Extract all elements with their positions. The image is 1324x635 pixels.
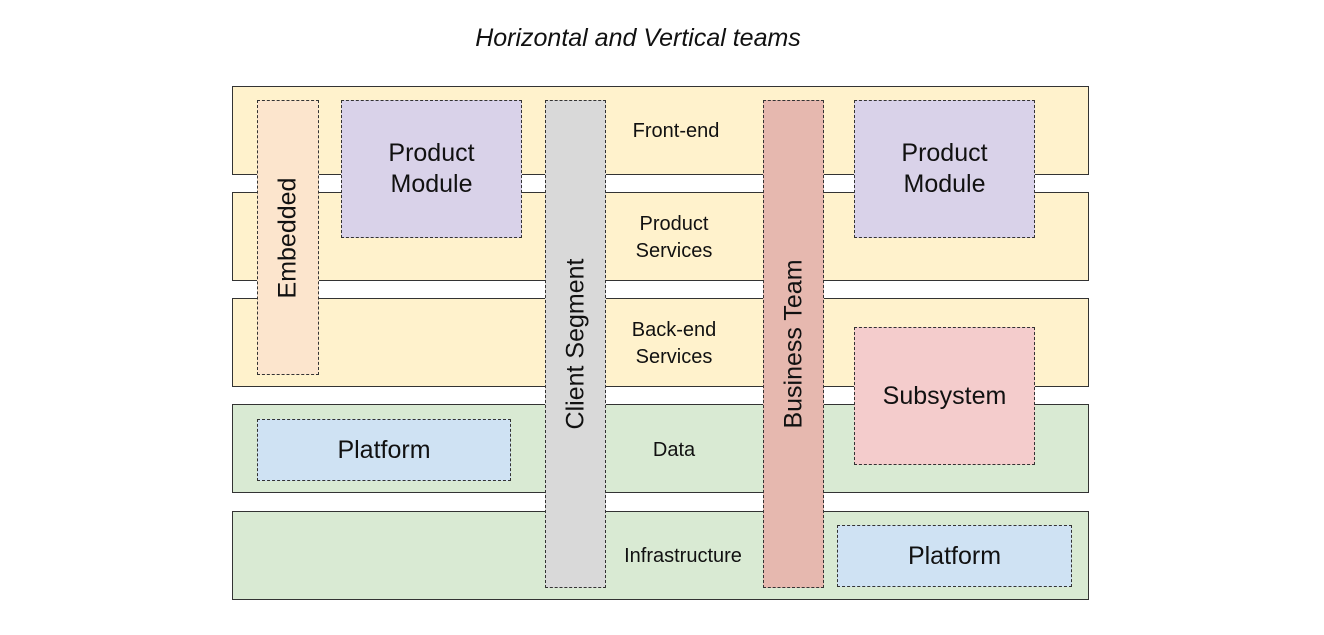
subsystem-label: Subsystem [882,381,1007,410]
diagram-title: Horizontal and Vertical teams [475,24,801,52]
subsystem: Subsystem [854,327,1035,465]
client-segment-label: Client Segment [561,258,589,430]
layer-label-product-services: Product Services [610,211,738,265]
layer-label-data: Data [652,439,696,461]
platform-left-label: Platform [337,435,431,464]
client-segment-team: Client Segment [545,100,606,588]
embedded-team: Embedded [257,100,319,375]
product-services-text: Product Services [635,213,713,262]
layer-label-infrastructure: Infrastructure [624,545,742,567]
layer-label-front-end: Front-end [632,120,720,142]
platform-left: Platform [257,419,511,481]
back-end-services-text: Back-end Services [631,319,717,368]
layer-label-back-end-services: Back-end Services [610,317,738,371]
product-module-left-label: Product Module [388,139,475,198]
product-module-right-label: Product Module [901,139,988,198]
product-module-left: Product Module [341,100,522,238]
product-module-right: Product Module [854,100,1035,238]
embedded-label: Embedded [273,177,302,298]
platform-right-label: Platform [907,541,1002,570]
business-team: Business Team [763,100,824,588]
platform-right: Platform [837,525,1072,587]
business-team-label: Business Team [779,259,807,429]
